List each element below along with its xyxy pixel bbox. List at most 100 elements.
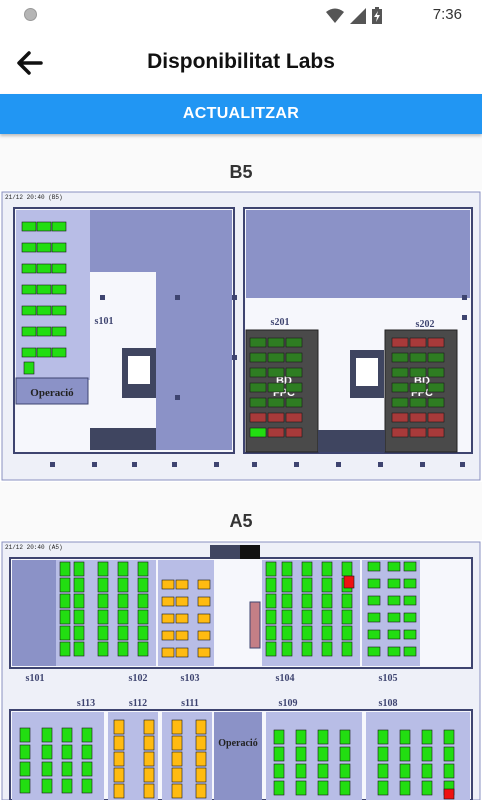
workstation	[161, 579, 175, 590]
workstation	[341, 641, 353, 657]
map-label-operacio: Operació	[30, 387, 74, 399]
workstation	[197, 579, 211, 590]
workstation	[175, 630, 189, 641]
workstation	[285, 412, 303, 423]
workstation	[281, 561, 293, 577]
room-label-a5-s111: s111	[181, 698, 199, 709]
workstation	[403, 561, 417, 572]
wall-marker	[460, 462, 465, 467]
workstation	[171, 735, 183, 751]
workstation	[36, 284, 52, 295]
workstation	[377, 763, 389, 779]
workstation	[36, 347, 52, 358]
workstation	[73, 625, 85, 641]
workstation	[377, 729, 389, 745]
workstation	[281, 609, 293, 625]
workstation	[195, 751, 207, 767]
map-label-operacio-a5: Operació	[218, 738, 257, 749]
workstation	[97, 641, 109, 657]
workstation	[249, 382, 267, 393]
workstation	[391, 352, 409, 363]
room-label-a5-s109: s109	[279, 698, 298, 709]
workstation	[317, 780, 329, 796]
workstation	[341, 561, 353, 577]
arrow-left-icon[interactable]	[14, 48, 44, 78]
room-label-a5-s104: s104	[276, 673, 295, 684]
workstation	[399, 763, 411, 779]
workstation	[117, 577, 129, 593]
workstation	[321, 641, 333, 657]
room-label-a5-s103: s103	[181, 673, 200, 684]
workstation	[36, 326, 52, 337]
room-label-a5-s101: s101	[26, 673, 45, 684]
workstation	[273, 729, 285, 745]
workstation	[367, 646, 381, 657]
workstation	[339, 763, 351, 779]
workstation	[81, 744, 93, 760]
workstation	[19, 727, 31, 743]
workstation	[197, 613, 211, 624]
workstation	[367, 561, 381, 572]
workstation	[273, 746, 285, 762]
workstation	[117, 641, 129, 657]
workstation	[265, 625, 277, 641]
status-time: 7:36	[432, 6, 462, 23]
workstation	[409, 397, 427, 408]
workstation	[403, 612, 417, 623]
wall-marker	[232, 295, 237, 300]
workstation	[427, 397, 445, 408]
workstation	[51, 347, 67, 358]
workstation	[339, 729, 351, 745]
workstation	[267, 427, 285, 438]
map-a5[interactable]: 21/12 20:40 (A5) s101 s102 s103 s104 s10…	[0, 540, 482, 800]
workstation	[321, 561, 333, 577]
workstation	[113, 751, 125, 767]
workstation	[51, 305, 67, 316]
workstation	[285, 382, 303, 393]
workstation	[295, 780, 307, 796]
map-b5[interactable]: 21/12 20:40 (B5) Operació s101 s201 s202…	[0, 190, 482, 482]
battery-charging-icon	[372, 7, 382, 24]
workstation	[137, 641, 149, 657]
workstation	[59, 577, 71, 593]
workstation	[281, 593, 293, 609]
workstation	[399, 746, 411, 762]
workstation	[249, 397, 267, 408]
workstation	[137, 561, 149, 577]
room-label-s101: s101	[95, 316, 114, 327]
workstation	[161, 647, 175, 658]
workstation	[59, 625, 71, 641]
workstation	[197, 647, 211, 658]
workstation	[265, 609, 277, 625]
workstation	[21, 305, 37, 316]
workstation	[171, 767, 183, 783]
notification-dot-icon	[24, 8, 37, 21]
workstation	[301, 577, 313, 593]
workstation	[427, 412, 445, 423]
workstation	[117, 625, 129, 641]
workstation	[391, 382, 409, 393]
workstation	[21, 242, 37, 253]
wall-marker	[462, 315, 467, 320]
workstation	[117, 593, 129, 609]
room-label-a5-s112: s112	[129, 698, 147, 709]
workstation	[81, 727, 93, 743]
wall-marker	[175, 295, 180, 300]
workstation	[321, 577, 333, 593]
workstation	[23, 361, 35, 375]
workstation	[443, 788, 455, 800]
workstation	[443, 746, 455, 762]
workstation	[391, 397, 409, 408]
workstation	[391, 412, 409, 423]
workstation	[267, 397, 285, 408]
workstation	[367, 595, 381, 606]
refresh-button[interactable]: ACTUALITZAR	[0, 94, 482, 134]
workstation	[195, 735, 207, 751]
wall-marker	[100, 295, 105, 300]
workstation	[113, 767, 125, 783]
workstation	[341, 593, 353, 609]
workstation	[21, 221, 37, 232]
workstation	[409, 382, 427, 393]
workstation	[59, 593, 71, 609]
workstation	[443, 763, 455, 779]
